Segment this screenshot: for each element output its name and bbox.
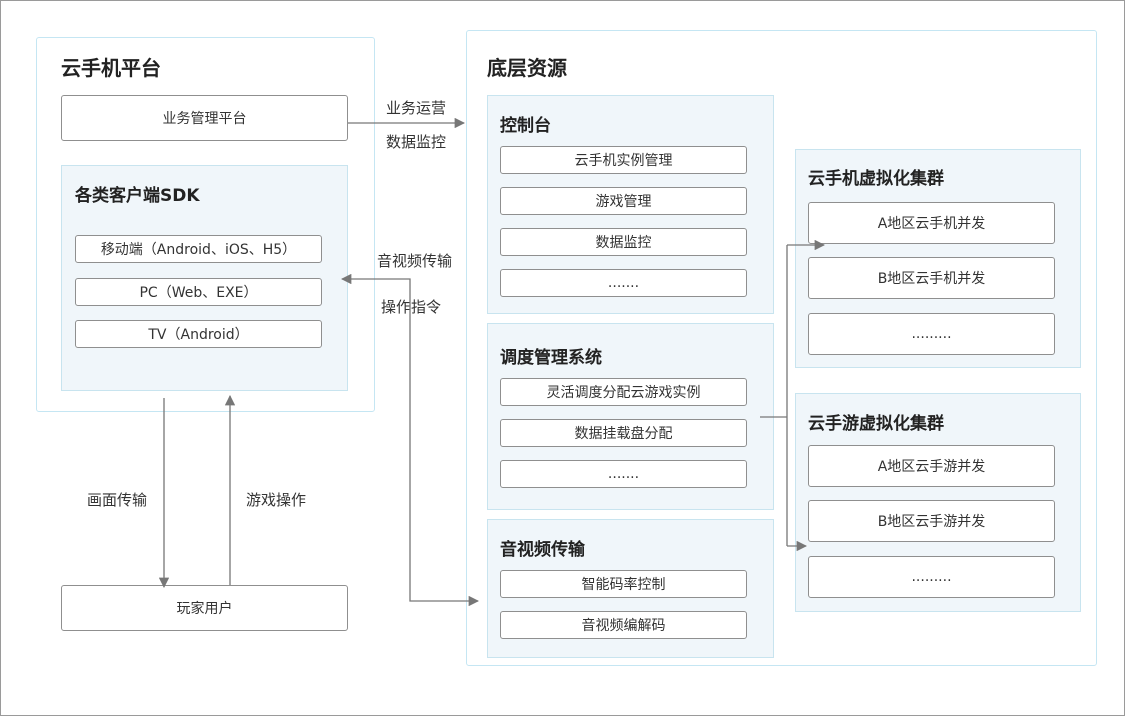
edge-label-data-monitor: 数据监控	[386, 133, 447, 151]
player-box: 玩家用户	[61, 585, 348, 631]
scheduler-item-allocate: 灵活调度分配云游戏实例	[500, 378, 747, 406]
sdk-item-tv: TV（Android）	[75, 320, 322, 348]
console-item-more: .......	[500, 269, 747, 297]
console-item-monitor: 数据监控	[500, 228, 747, 256]
game-cluster-item-a: A地区云手游并发	[808, 445, 1055, 487]
business-platform-box: 业务管理平台	[61, 95, 348, 141]
scheduler-title: 调度管理系统	[500, 348, 602, 368]
edge-label-av-transfer: 音视频传输	[377, 252, 453, 270]
scheduler-item-mount: 数据挂载盘分配	[500, 419, 747, 447]
arrow-av-sdk	[340, 273, 480, 607]
sdk-item-pc: PC（Web、EXE）	[75, 278, 322, 306]
console-item-instance: 云手机实例管理	[500, 146, 747, 174]
underlying-title: 底层资源	[487, 56, 567, 80]
av-title: 音视频传输	[500, 540, 585, 560]
av-item-bitrate: 智能码率控制	[500, 570, 747, 598]
phone-cluster-item-more: .........	[808, 313, 1055, 355]
sdk-title: 各类客户端SDK	[75, 186, 200, 206]
game-cluster-title: 云手游虚拟化集群	[808, 414, 944, 434]
edge-label-frame-transfer: 画面传输	[87, 491, 148, 509]
game-cluster-item-more: .........	[808, 556, 1055, 598]
edge-label-game-operation: 游戏操作	[246, 491, 307, 509]
console-item-game: 游戏管理	[500, 187, 747, 215]
av-item-codec: 音视频编解码	[500, 611, 747, 639]
cloud-platform-title: 云手机平台	[61, 56, 161, 80]
console-title: 控制台	[500, 116, 551, 136]
phone-cluster-item-b: B地区云手机并发	[808, 257, 1055, 299]
sdk-item-mobile: 移动端（Android、iOS、H5）	[75, 235, 322, 263]
phone-cluster-item-a: A地区云手机并发	[808, 202, 1055, 244]
scheduler-item-more: .......	[500, 460, 747, 488]
edge-label-business-ops: 业务运营	[386, 99, 447, 117]
game-cluster-item-b: B地区云手游并发	[808, 500, 1055, 542]
phone-cluster-title: 云手机虚拟化集群	[808, 169, 944, 189]
